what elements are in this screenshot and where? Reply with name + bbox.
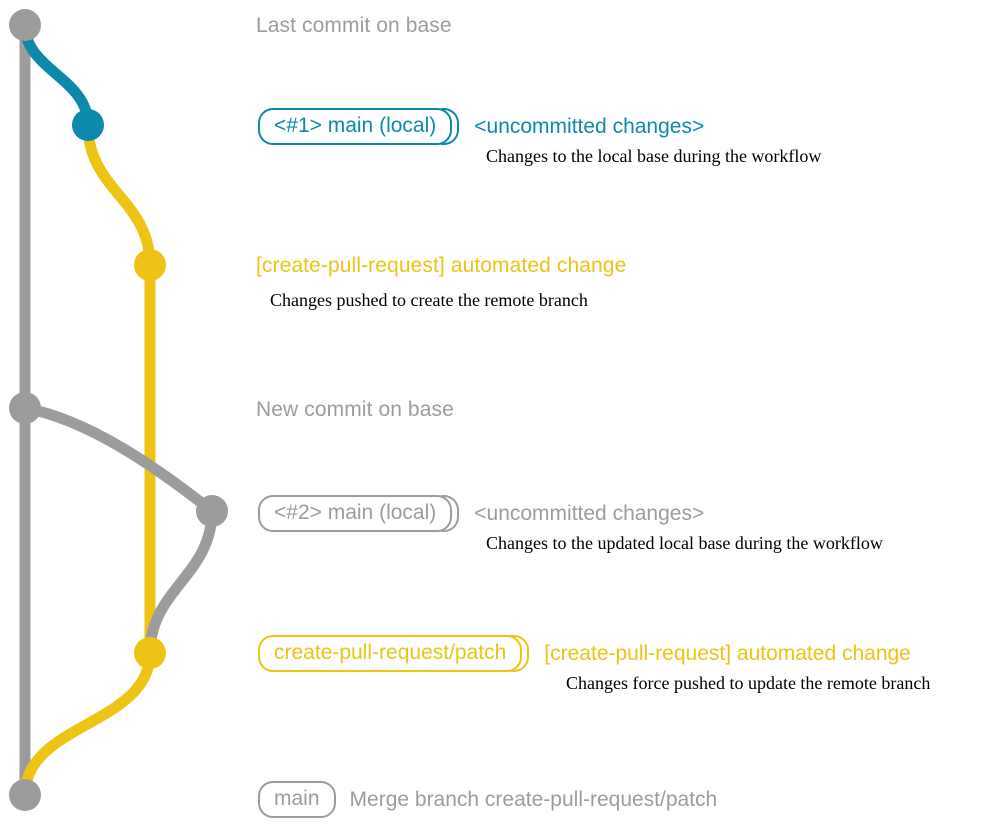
- commit-message-uncommitted-changes-2: <uncommitted changes>: [474, 501, 705, 525]
- branch-pill-label: <#2> main (local): [274, 501, 437, 524]
- edge-local2-to-pr2: [144, 505, 218, 659]
- description-automated-change-2: Changes force pushed to update the remot…: [566, 673, 931, 693]
- commit-message-automated-change-2: [create-pull-request] automated change: [544, 641, 911, 665]
- commit-node-local-2[interactable]: [196, 495, 228, 527]
- commit-message-automated-change-1: [create-pull-request] automated change: [256, 254, 627, 277]
- description-local-change-1: Changes to the local base during the wor…: [486, 146, 822, 166]
- row-automated-change-2: create-pull-request/patch [create-pull-r…: [258, 635, 911, 672]
- commit-node-base-last[interactable]: [9, 9, 41, 41]
- branch-pill-create-pull-request-patch[interactable]: create-pull-request/patch: [258, 635, 530, 672]
- commit-message-last-commit-on-base: Last commit on base: [256, 14, 452, 37]
- commit-node-pr-force[interactable]: [134, 637, 166, 669]
- commit-node-base-new[interactable]: [9, 392, 41, 424]
- commit-message-uncommitted-changes-1: <uncommitted changes>: [474, 114, 705, 138]
- branch-pill-main-local-1[interactable]: <#1> main (local): [258, 108, 460, 145]
- row-last-commit-on-base: Last commit on base: [256, 14, 452, 38]
- commit-node-pr-create[interactable]: [134, 249, 166, 281]
- branch-pill-main[interactable]: main: [258, 781, 336, 818]
- branch-pill-label: main: [274, 787, 320, 810]
- description-local-change-2: Changes to the updated local base during…: [486, 533, 883, 553]
- row-local-change-2: <#2> main (local) <uncommitted changes>: [258, 495, 704, 532]
- commit-node-base-merge[interactable]: [9, 779, 41, 811]
- commit-message-merge-branch: Merge branch create-pull-request/patch: [349, 787, 718, 811]
- edge-base-to-local2: [19, 402, 218, 517]
- edge-local1-to-pr1: [82, 119, 156, 271]
- description-automated-change-1: Changes pushed to create the remote bran…: [270, 290, 588, 310]
- branch-pill-label: <#1> main (local): [274, 114, 437, 137]
- branch-pill-label: create-pull-request/patch: [274, 641, 507, 664]
- branch-pill-main-local-2[interactable]: <#2> main (local): [258, 495, 460, 532]
- edge-pr2-to-merge: [19, 647, 156, 801]
- commit-node-local-1[interactable]: [72, 109, 104, 141]
- row-automated-change-1: [create-pull-request] automated change: [256, 254, 626, 278]
- commit-message-new-commit-on-base: New commit on base: [256, 398, 454, 421]
- row-local-change-1: <#1> main (local) <uncommitted changes>: [258, 108, 704, 145]
- row-merge-commit: main Merge branch create-pull-request/pa…: [258, 781, 717, 818]
- row-new-commit-on-base: New commit on base: [256, 398, 454, 422]
